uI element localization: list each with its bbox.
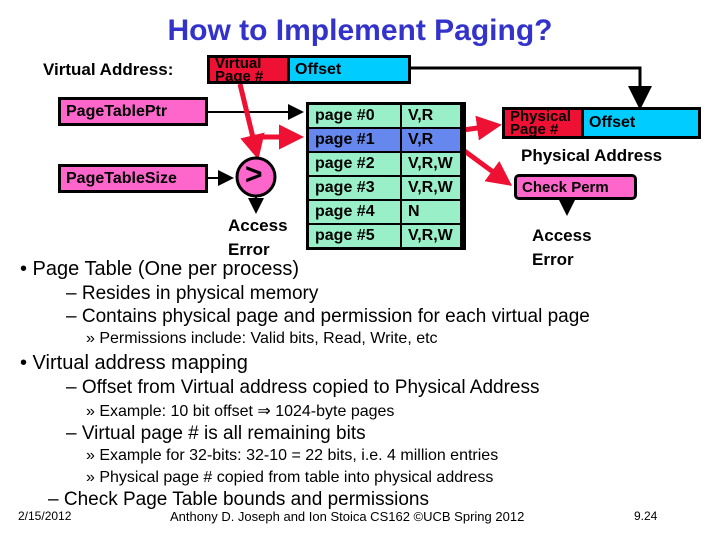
page-cell: page #3: [309, 177, 400, 199]
access-error-label: Access Error: [228, 216, 288, 259]
perm-cell: N: [402, 201, 460, 223]
page-cell: page #2: [309, 153, 400, 175]
bullet: » Example for 32-bits: 32-10 = 22 bits, …: [86, 447, 499, 464]
perm-cell: V,R: [402, 105, 460, 127]
bullet: • Page Table (One per process): [20, 258, 300, 280]
slide-title: How to Implement Paging?: [167, 14, 553, 47]
page-cell: page #1: [309, 129, 400, 151]
perm-cell: V,R,W: [402, 225, 460, 247]
page-number: 9.24: [634, 509, 658, 523]
bullet: – Offset from Virtual address copied to …: [66, 377, 540, 398]
page-table-size: PageTableSize: [58, 164, 208, 193]
footer-credit: Anthony D. Joseph and Ion Stoica CS162 ©…: [170, 509, 525, 524]
physical-page-field: Physical Page #: [502, 107, 584, 139]
page-cell: page #4: [309, 201, 400, 223]
perm-cell: V,R: [402, 129, 460, 151]
bullet: » Example: 10 bit offset ⇒ 1024-byte pag…: [86, 403, 395, 420]
vpn-arrow: [237, 83, 265, 160]
virtual-page-field: Virtual Page #: [207, 55, 290, 84]
comparator-circle: [235, 156, 277, 198]
bullet: » Permissions include: Valid bits, Read,…: [86, 330, 438, 347]
bullet: – Check Page Table bounds and permission…: [48, 489, 429, 510]
page-cell: page #5: [309, 225, 400, 247]
offset-line: [410, 66, 652, 110]
physical-address-label: Physical Address: [521, 146, 663, 165]
perm-cell: V,R,W: [402, 153, 460, 175]
footer-date: 2/15/2012: [18, 509, 72, 523]
page-table-ptr: PageTablePtr: [58, 97, 208, 126]
bullet: – Resides in physical memory: [66, 283, 319, 304]
bullet: • Virtual address mapping: [20, 352, 248, 374]
bullet: – Contains physical page and permission …: [66, 306, 590, 327]
perm-cell: V,R,W: [402, 177, 460, 199]
access-error-label-2: Access Error: [532, 226, 592, 269]
check-perm-box: Check Perm: [514, 174, 637, 200]
bullet: » Physical page # copied from table into…: [86, 469, 494, 486]
comparator-symbol: >: [245, 158, 263, 191]
virtual-address-label: Virtual Address:: [43, 60, 174, 79]
page-cell: page #0: [309, 105, 400, 127]
bullet: – Virtual page # is all remaining bits: [66, 423, 366, 444]
physical-offset-field: Offset: [581, 107, 701, 139]
offset-field: Offset: [287, 55, 411, 84]
